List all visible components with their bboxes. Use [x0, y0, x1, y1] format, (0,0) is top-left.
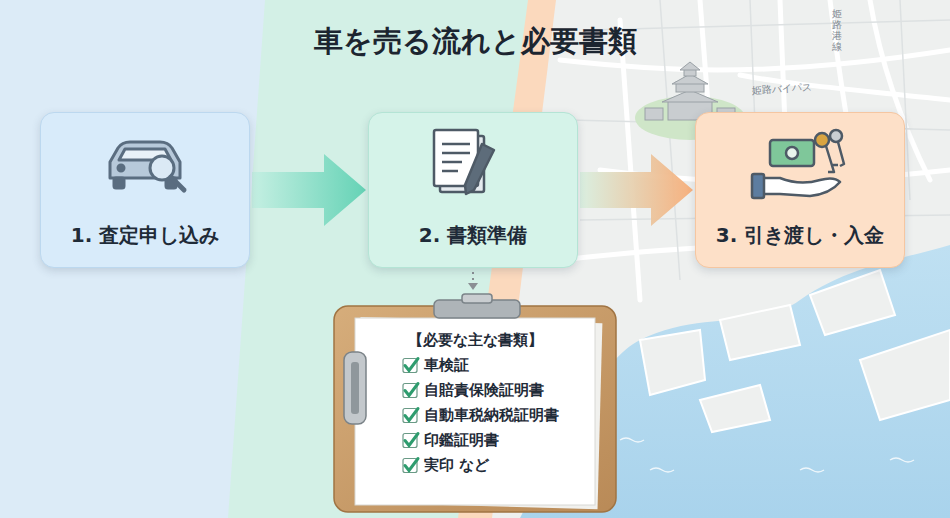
- checkmark: [405, 359, 418, 371]
- list-item: 自賠責保険証明書: [356, 378, 594, 403]
- drawing-part: [150, 156, 174, 180]
- drawing-part: [650, 468, 674, 472]
- clipboard-clip: [434, 294, 520, 318]
- process-box: 2. 書類準備: [368, 112, 578, 268]
- document-list: 【必要な主な書類】車検証自賠責保険証明書自動車税納税証明書印鑑証明書実印 など: [355, 318, 595, 505]
- step-label: 1. 査定申し込み: [71, 222, 219, 249]
- list-item: 印鑑証明書: [356, 428, 594, 453]
- drawing-part: [465, 144, 494, 194]
- checkbox: [403, 359, 417, 373]
- drawing-part: [826, 146, 838, 172]
- checkbox: [403, 434, 417, 448]
- drawing-part: [119, 149, 171, 160]
- checkbox: [403, 384, 417, 398]
- harbor-piers: [640, 270, 950, 432]
- drawing-part: [660, 0, 680, 280]
- flow-arrow: [580, 154, 693, 226]
- list-item: 自動車税納税証明書: [356, 403, 594, 428]
- drawing-part: [860, 330, 950, 420]
- drawing-part: [720, 305, 800, 360]
- drawing-part: [640, 330, 705, 395]
- drawing-part: [110, 142, 180, 178]
- list-item: 実印 など: [356, 453, 594, 478]
- drawing-part: [815, 133, 829, 147]
- car-search-icon: [110, 142, 184, 190]
- checkbox: [403, 459, 417, 473]
- drawing-part: [114, 178, 124, 188]
- payment-keys-icon: [752, 130, 844, 198]
- drawing-part: [752, 174, 764, 198]
- paper-sheet-back: [356, 317, 603, 509]
- checkmark: [405, 434, 418, 446]
- map-label: 姫路港線: [832, 8, 842, 52]
- drawing-part: [620, 20, 640, 300]
- drawing-part: [442, 170, 458, 173]
- connector: [468, 272, 478, 290]
- flow-arrow: [252, 154, 366, 226]
- drawing-part: [166, 178, 176, 188]
- checkmark: [405, 384, 418, 396]
- document-pen-icon: [434, 130, 494, 194]
- drawing-part: [440, 136, 484, 192]
- checkmark: [405, 409, 418, 421]
- list-heading: 【必要な主な書類】: [356, 327, 594, 353]
- title-bar: 車を売る流れと必要書類: [0, 22, 950, 62]
- drawing-part: [762, 178, 840, 196]
- map-label: 姫路バイパス: [752, 80, 813, 97]
- drawing-part: [434, 300, 520, 318]
- step-label: 3. 引き渡し・入金: [716, 222, 884, 249]
- dotted-leader: [472, 272, 474, 284]
- checkbox: [403, 409, 417, 423]
- step-label: 2. 書類準備: [419, 222, 527, 249]
- drawing-part: [800, 468, 824, 472]
- connector: [252, 154, 366, 226]
- waves: [620, 438, 914, 472]
- diagram-title: 車を売る流れと必要書類: [304, 24, 647, 58]
- drawing-part: [645, 108, 663, 120]
- drawing-part: [462, 294, 492, 303]
- clipboard-side-clip: [344, 352, 366, 424]
- drawing-part: [890, 458, 914, 462]
- drawing-part: [830, 130, 842, 142]
- teal-band: [228, 0, 950, 518]
- connector: [580, 154, 693, 226]
- drawing-part: [810, 270, 895, 335]
- list-item: 車検証: [356, 353, 594, 378]
- drawing-part: [442, 143, 470, 146]
- arrowhead: [468, 283, 478, 290]
- drawing-part: [680, 62, 700, 70]
- drawing-part: [434, 130, 478, 186]
- drawing-part: [620, 438, 644, 442]
- checkmark: [405, 459, 418, 471]
- drawing-part: [838, 142, 844, 166]
- drawing-part: [770, 140, 814, 166]
- checkbox-list: [403, 359, 418, 473]
- drawing-part: [442, 152, 470, 155]
- drawing-part: [442, 161, 462, 164]
- drawing-part: [351, 362, 359, 414]
- paper-sheet: [355, 318, 595, 505]
- process-box: 1. 査定申し込み: [40, 112, 250, 268]
- drawing-part: [590, 20, 950, 30]
- drawing-part: [786, 147, 798, 159]
- drawing-part: [118, 165, 124, 171]
- clipboard-board: [334, 306, 616, 512]
- drawing-part: [344, 352, 366, 424]
- drawing-part: [171, 177, 184, 190]
- drawing-part: [700, 385, 770, 432]
- process-box: 3. 引き渡し・入金: [695, 112, 905, 268]
